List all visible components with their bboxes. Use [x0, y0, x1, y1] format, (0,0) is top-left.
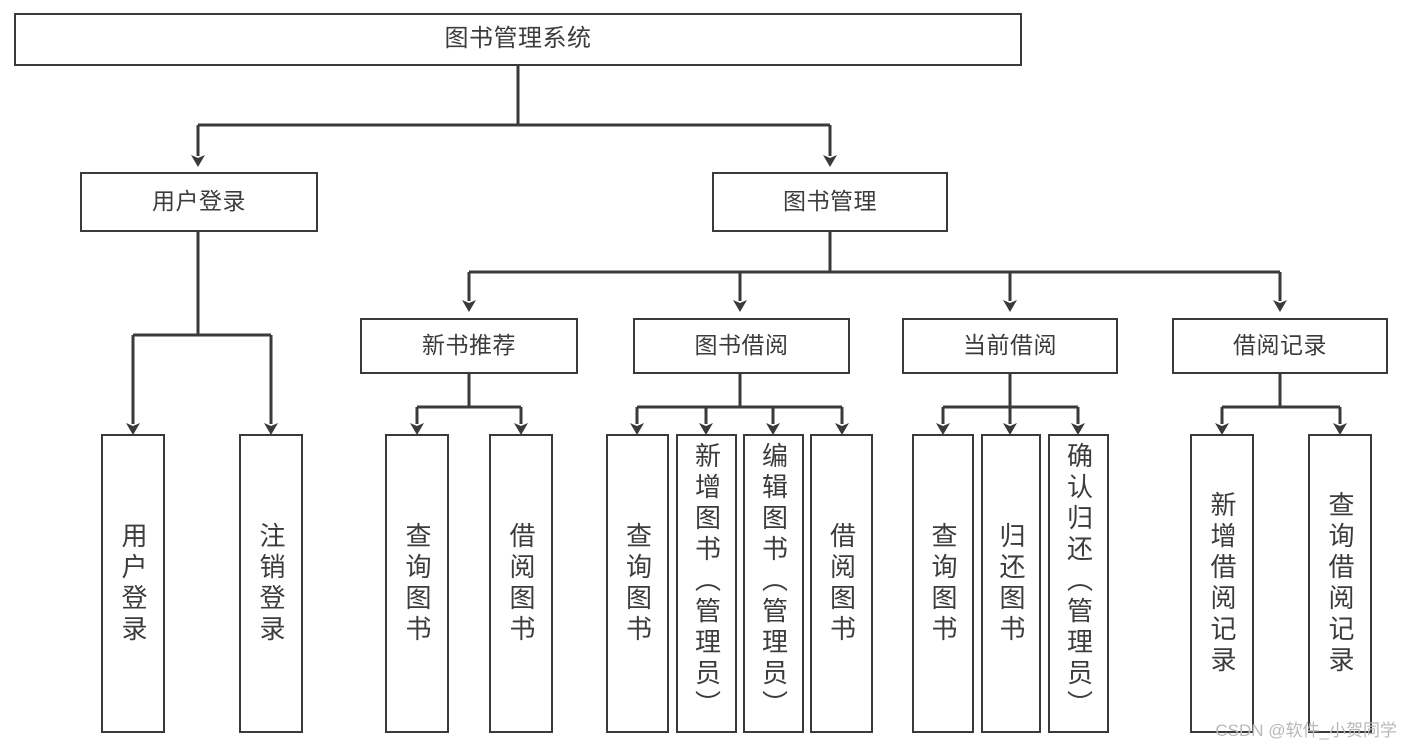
- node-new-book-recommend[interactable]: 新书推荐: [360, 318, 578, 374]
- leaf-borrow-record-add-record[interactable]: 新增借阅记录: [1190, 434, 1254, 733]
- node-label: 编辑图书（管理员）: [758, 442, 789, 721]
- leaf-user-login-logout[interactable]: 注销登录: [239, 434, 303, 733]
- node-label: 图书管理: [783, 188, 877, 215]
- node-label: 用户登录: [118, 521, 148, 646]
- node-label: 新书推荐: [422, 332, 516, 359]
- node-label: 查询借阅记录: [1325, 490, 1355, 677]
- node-label: 确认归还（管理员）: [1063, 442, 1094, 721]
- node-label: 图书借阅: [694, 332, 789, 359]
- node-label: 用户登录: [152, 188, 246, 215]
- node-book-management[interactable]: 图书管理: [712, 172, 948, 232]
- node-label: 当前借阅: [963, 332, 1057, 359]
- node-label: 新增图书（管理员）: [691, 442, 722, 721]
- node-label: 查询图书: [402, 521, 432, 646]
- node-borrow-record[interactable]: 借阅记录: [1172, 318, 1388, 374]
- leaf-borrow-record-query-record[interactable]: 查询借阅记录: [1308, 434, 1372, 733]
- leaf-book-borrow-query-book[interactable]: 查询图书: [606, 434, 669, 733]
- leaf-new-book-borrow-book[interactable]: 借阅图书: [489, 434, 553, 733]
- csdn-watermark: CSDN @软件_小贺同学: [1215, 721, 1397, 740]
- node-label: 注销登录: [256, 521, 286, 646]
- leaf-new-book-query-book[interactable]: 查询图书: [385, 434, 449, 733]
- node-label: 借阅记录: [1233, 332, 1327, 359]
- node-label: 新增借阅记录: [1207, 490, 1237, 677]
- node-book-borrow[interactable]: 图书借阅: [633, 318, 850, 374]
- node-root-book-management-system[interactable]: 图书管理系统: [14, 13, 1022, 66]
- leaf-user-login-login[interactable]: 用户登录: [101, 434, 165, 733]
- node-user-login[interactable]: 用户登录: [80, 172, 318, 232]
- leaf-current-borrow-return-book[interactable]: 归还图书: [981, 434, 1041, 733]
- node-label: 图书管理系统: [444, 25, 592, 53]
- leaf-current-borrow-confirm-return-admin[interactable]: 确认归还（管理员）: [1048, 434, 1109, 733]
- node-label: 归还图书: [996, 521, 1026, 646]
- leaf-book-borrow-add-book-admin[interactable]: 新增图书（管理员）: [676, 434, 737, 733]
- leaf-book-borrow-edit-book-admin[interactable]: 编辑图书（管理员）: [743, 434, 804, 733]
- node-label: 借阅图书: [826, 521, 857, 646]
- leaf-current-borrow-query-book[interactable]: 查询图书: [912, 434, 974, 733]
- node-current-borrow[interactable]: 当前借阅: [902, 318, 1118, 374]
- node-label: 借阅图书: [506, 521, 536, 646]
- node-label: 查询图书: [928, 521, 958, 646]
- leaf-book-borrow-borrow-book[interactable]: 借阅图书: [810, 434, 873, 733]
- node-label: 查询图书: [622, 521, 653, 646]
